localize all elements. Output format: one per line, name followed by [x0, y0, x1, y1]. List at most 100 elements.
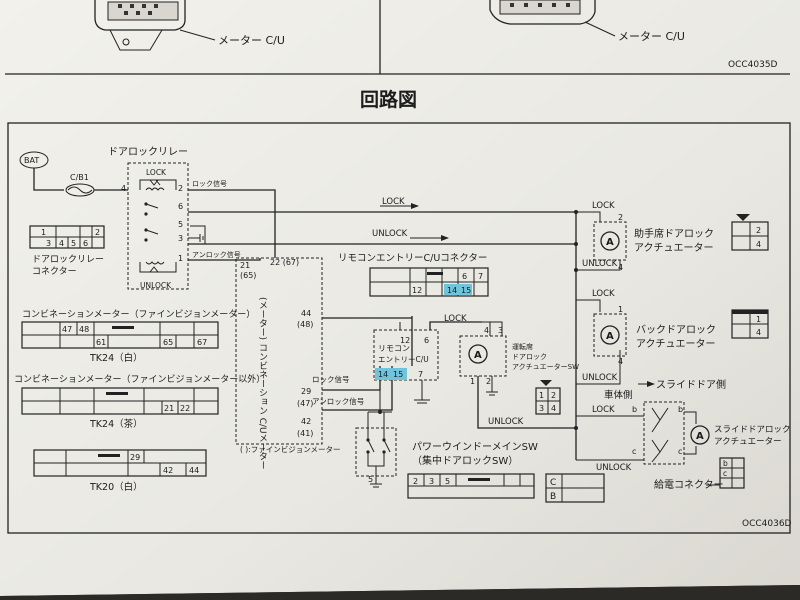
back-conn-4: 4	[756, 328, 761, 337]
slide-door-actuator: 車体側 スライドドア側 b b c c A スライドドアロック アクチュエーター…	[604, 378, 791, 491]
wire-unlock-right-1: UNLOCK	[582, 259, 618, 269]
driver-actuator: A 4 3 1 2 運転席 ドアロック アクチュエーターSW 1 2 3 4	[459, 321, 579, 415]
meter-vertical-text: (メーター) コンビネーション C/Uメーター	[257, 297, 268, 470]
pw-pin-5: 5	[368, 475, 373, 484]
cb-cell-c: C	[550, 478, 556, 488]
tk24w-cell-61: 61	[96, 338, 106, 347]
slide-body-side-label: 車体側	[604, 389, 633, 401]
meter-lock-signal: ロック信号	[312, 374, 350, 384]
tk24w-cell-67: 67	[197, 338, 207, 347]
relay-pin-3: 3	[178, 234, 183, 243]
relay-unlock-signal: アンロック信号	[192, 250, 241, 259]
remocon-pin-7: 7	[418, 370, 423, 379]
wire-lock-mid: LOCK	[444, 314, 467, 324]
meter-pin-22: 22 (67)	[270, 258, 299, 267]
wire-unlock-right-3: UNLOCK	[596, 463, 632, 473]
meter-pin-41: (41)	[297, 429, 313, 438]
pw-conn-cell-5: 5	[445, 477, 450, 486]
meter-pin-42: 42	[301, 417, 311, 426]
cb-connector: C B	[545, 473, 605, 503]
remocon-conn-cell-15: 15	[461, 286, 471, 295]
pw-conn-cell-2: 2	[413, 477, 418, 486]
slide-pin-c-2: c	[678, 447, 682, 456]
meter-pin-48: (48)	[297, 320, 313, 329]
wire-lock-right-2: LOCK	[592, 289, 615, 299]
relay-conn-cell-5: 5	[71, 239, 76, 248]
bottom-figure-code: OCC4036D	[742, 519, 792, 529]
top-right-label: メーター C/U	[618, 30, 685, 43]
driver-conn-1: 1	[539, 391, 544, 400]
tk24-brown-name: TK24（茶）	[89, 418, 143, 430]
remocon-pin-14: 14	[378, 370, 388, 379]
meter-pin-47: (47)	[297, 399, 313, 408]
tk20-cell-42: 42	[163, 466, 173, 475]
back-pin-4: 4	[618, 357, 623, 366]
remocon-conn-cell-7: 7	[478, 272, 483, 281]
tk24-brown-connector: コンビネーションメーター（ファインビジョンメーター以外） 21 22 TK24（…	[14, 373, 265, 430]
remocon-unit: リモコン エントリーC/U 12 6 14 15 7 LOCK	[373, 314, 482, 404]
passenger-conn-2: 2	[756, 226, 761, 235]
remocon-connector-label: リモコンエントリーC/Uコネクター	[338, 253, 487, 264]
tk24-brown-label: コンビネーションメーター（ファインビジョンメーター以外）	[14, 373, 265, 385]
driver-motor-icon: A	[474, 350, 482, 361]
passenger-actuator: A 2 4 助手席ドアロック アクチュエーター 2 4	[593, 213, 769, 272]
tk24-white-name: TK24（白）	[89, 352, 143, 364]
meter-pin-21: 21	[240, 261, 250, 270]
passenger-actuator-label-2: アクチュエーター	[634, 242, 714, 254]
meter-pin-44: 44	[301, 309, 311, 318]
back-actuator-label: バックドアロック	[636, 324, 716, 336]
wire-unlock-right-2: UNLOCK	[582, 373, 618, 383]
remocon-pin-6: 6	[424, 336, 429, 345]
back-conn-1: 1	[756, 315, 761, 324]
door-lock-relay: ドアロックリレー LOCK UNLOCK 4 2 6 5 3 1 ロック信号 ア…	[108, 146, 241, 290]
passenger-pin-4: 4	[618, 263, 623, 272]
passenger-conn-4: 4	[756, 240, 761, 249]
tk24b-cell-21: 21	[164, 404, 174, 413]
slide-actuator-label-2: アクチュエーター	[714, 437, 782, 447]
bat-label: BAT	[24, 156, 39, 165]
tk20-cell-44: 44	[189, 466, 199, 475]
tk24w-cell-48: 48	[79, 325, 89, 334]
relay-conn-cell-4: 4	[59, 239, 64, 248]
pw-conn-cell-3: 3	[429, 477, 434, 486]
tk20-white-connector: 29 42 44 TK20（白）	[33, 449, 207, 493]
slide-door-side-label: スライドドア側	[656, 378, 726, 391]
remocon-connector: リモコンエントリーC/Uコネクター 6 7 12 14 15	[338, 253, 489, 297]
meter-pin-65: (65)	[240, 271, 256, 280]
driver-pin-1: 1	[470, 377, 475, 386]
driver-actuator-label-3: アクチュエーターSW	[512, 362, 579, 371]
relay-connector: 1 2 3 4 5 6 ドアロックリレー コネクター	[29, 225, 105, 277]
slide-motor-icon: A	[696, 431, 704, 442]
relay-pin-2: 2	[178, 184, 183, 193]
wire-lock-right-3: LOCK	[592, 405, 615, 415]
driver-pin-2: 2	[486, 377, 491, 386]
right-bus: LOCK UNLOCK LOCK UNLOCK LOCK UNLOCK	[574, 201, 644, 473]
driver-pin-3: 3	[498, 326, 503, 335]
relay-pin-5: 5	[178, 220, 183, 229]
tk24b-cell-22: 22	[180, 404, 190, 413]
relay-conn-cell-2: 2	[95, 228, 100, 237]
tk20-cell-29: 29	[130, 453, 140, 462]
top-strip: メーター C/U メーター C/U OCC4035D	[5, 0, 790, 75]
relay-pin-4: 4	[121, 184, 126, 193]
meter-unlock-signal: アンロック信号	[312, 396, 364, 406]
driver-actuator-label: 運転席	[512, 342, 533, 351]
power-window-label-2: （集中ドアロックSW）	[412, 454, 518, 467]
slide-conn-b: b	[723, 459, 728, 468]
driver-wiring: UNLOCK	[399, 322, 576, 429]
slide-pin-c: c	[632, 447, 636, 456]
remocon-pin-15: 15	[393, 370, 403, 379]
top-left-label: メーター C/U	[218, 34, 285, 47]
remocon-pin-12: 12	[400, 336, 410, 345]
relay-conn-cell-3: 3	[46, 239, 51, 248]
remocon-conn-cell-6: 6	[462, 272, 467, 281]
passenger-actuator-label: 助手席ドアロック	[634, 227, 714, 240]
power-window-switch: 5 パワーウインドーメインSW （集中ドアロックSW） 2 3 5	[355, 412, 538, 499]
relay-conn-cell-6: 6	[83, 239, 88, 248]
tk24-white-connector: コンビネーションメーター（ファインビジョンメーター） 47 48 61 65 6…	[21, 309, 255, 364]
relay-pin-6: 6	[178, 202, 183, 211]
wire-lock-top: LOCK	[382, 197, 405, 207]
relay-conn-cell-1: 1	[41, 228, 46, 237]
